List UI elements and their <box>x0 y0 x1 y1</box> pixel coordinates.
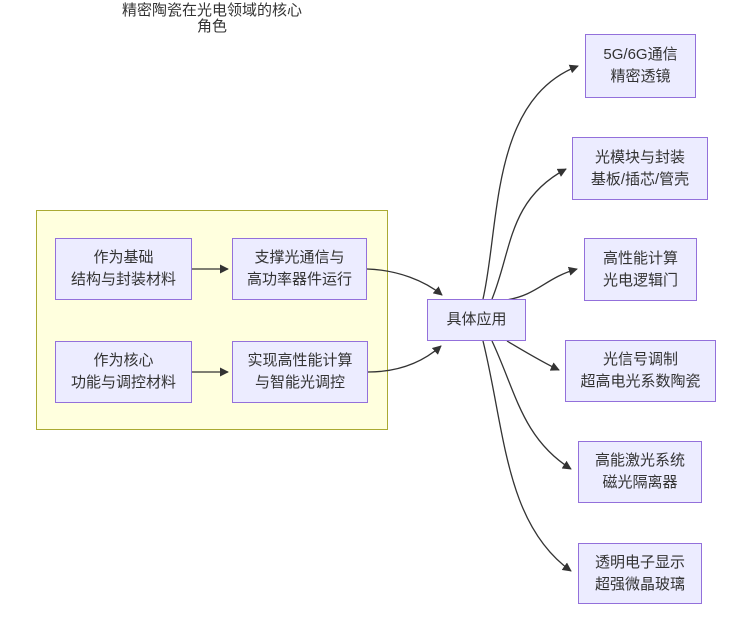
edge-hub-to-app-1 <box>491 168 567 300</box>
edge-hub-to-app-0 <box>482 64 579 300</box>
node-label: 透明电子显示 超强微晶玻璃 <box>594 553 685 593</box>
node-label: 实现高性能计算 与智能光调控 <box>247 352 353 391</box>
edge-hub-to-app-4 <box>491 340 572 470</box>
node-app-optical-modulation: 光信号调制 超高电光系数陶瓷 <box>565 340 716 402</box>
edge-hub-to-app-3 <box>506 340 560 371</box>
node-app-optical-module: 光模块与封装 基板/插芯/管壳 <box>572 137 708 200</box>
node-hub-applications: 具体应用 <box>427 299 526 341</box>
node-label: 光信号调制 超高电光系数陶瓷 <box>580 351 701 390</box>
node-role-compute: 实现高性能计算 与智能光调控 <box>232 341 368 403</box>
node-role-support: 支撑光通信与 高功率器件运行 <box>232 238 367 300</box>
node-label: 高能激光系统 磁光隔离器 <box>594 452 685 491</box>
node-label: 5G/6G通信 精密透镜 <box>603 46 678 85</box>
node-role-core: 作为核心 功能与调控材料 <box>55 341 192 403</box>
edge-support-to-hub <box>366 268 443 296</box>
node-label: 高性能计算 光电逻辑门 <box>602 249 678 289</box>
node-app-5g6g-lens: 5G/6G通信 精密透镜 <box>585 34 696 98</box>
node-app-transparent-display: 透明电子显示 超强微晶玻璃 <box>578 543 702 604</box>
cluster-title: 精密陶瓷在光电领域的核心 角色 <box>121 2 302 35</box>
edge-compute-to-hub <box>367 345 442 373</box>
node-label: 支撑光通信与 高功率器件运行 <box>246 249 352 288</box>
node-label: 作为基础 结构与封装材料 <box>70 249 176 288</box>
node-label: 作为核心 功能与调控材料 <box>70 352 176 391</box>
node-app-laser-isolator: 高能激光系统 磁光隔离器 <box>578 441 702 503</box>
node-label: 具体应用 <box>446 311 507 328</box>
node-app-hpc-logic-gate: 高性能计算 光电逻辑门 <box>584 238 697 301</box>
node-label: 光模块与封装 基板/插芯/管壳 <box>590 148 690 188</box>
edge-hub-to-app-2 <box>505 266 578 301</box>
edge-hub-to-app-5 <box>482 340 572 572</box>
node-role-basic: 作为基础 结构与封装材料 <box>55 238 192 300</box>
